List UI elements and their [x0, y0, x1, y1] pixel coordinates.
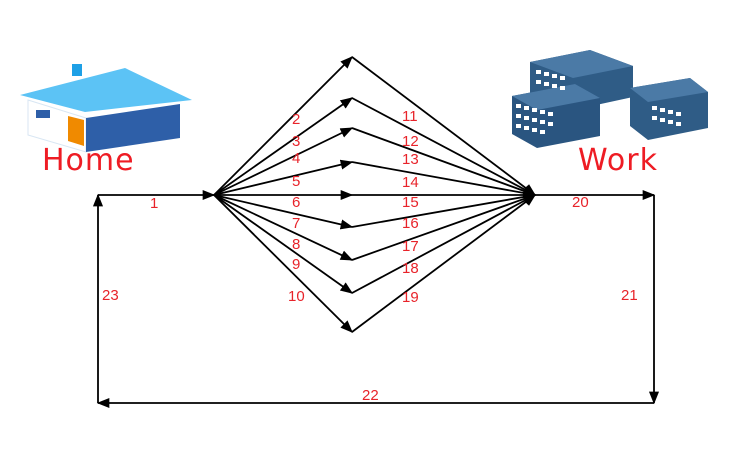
edge-label-2: 2	[292, 111, 300, 128]
edge-13	[351, 127, 537, 196]
edge-label-12: 12	[402, 133, 419, 150]
edge-label-9: 9	[292, 256, 300, 273]
edge-3	[213, 97, 354, 196]
edge-label-3: 3	[292, 133, 300, 150]
edge-label-22: 22	[362, 387, 379, 404]
edge-label-7: 7	[292, 215, 300, 232]
home-label: Home	[42, 143, 135, 178]
edge-label-10: 10	[288, 288, 305, 305]
edge-11	[351, 56, 537, 196]
edge-label-14: 14	[402, 174, 419, 191]
edge-label-11: 11	[402, 108, 418, 125]
edge-label-4: 4	[292, 150, 300, 167]
edge-7	[213, 194, 354, 230]
edge-labels: 1 2 3 4 5 6 7 8 9 10 11 12 13 14 15 16 1…	[102, 108, 638, 404]
edge-label-15: 15	[402, 194, 419, 211]
edge-label-5: 5	[292, 173, 300, 190]
edge-4	[213, 127, 354, 196]
edge-label-13: 13	[402, 151, 419, 168]
edge-17	[351, 194, 537, 261]
office-buildings-icon	[512, 50, 708, 148]
house-icon	[20, 64, 192, 153]
edges	[92, 56, 660, 409]
edge-12	[351, 97, 537, 196]
edge-label-1: 1	[150, 195, 158, 212]
edge-label-8: 8	[292, 236, 300, 253]
edge-label-20: 20	[572, 194, 589, 211]
edge-2	[213, 56, 353, 196]
edge-16	[351, 191, 537, 228]
edge-19	[351, 194, 537, 333]
edge-label-6: 6	[292, 194, 300, 211]
edge-label-17: 17	[402, 238, 419, 255]
edge-label-18: 18	[402, 260, 419, 277]
edge-9	[213, 194, 354, 294]
edge-8	[213, 194, 354, 261]
work-label: Work	[578, 143, 658, 178]
edge-10	[213, 194, 353, 333]
edge-5	[213, 159, 354, 196]
edge-label-23: 23	[102, 287, 119, 304]
edge-label-16: 16	[402, 215, 419, 232]
edge-label-19: 19	[402, 289, 419, 306]
edge-label-21: 21	[621, 287, 638, 304]
edge-18	[351, 194, 537, 294]
edge-14	[351, 161, 537, 198]
